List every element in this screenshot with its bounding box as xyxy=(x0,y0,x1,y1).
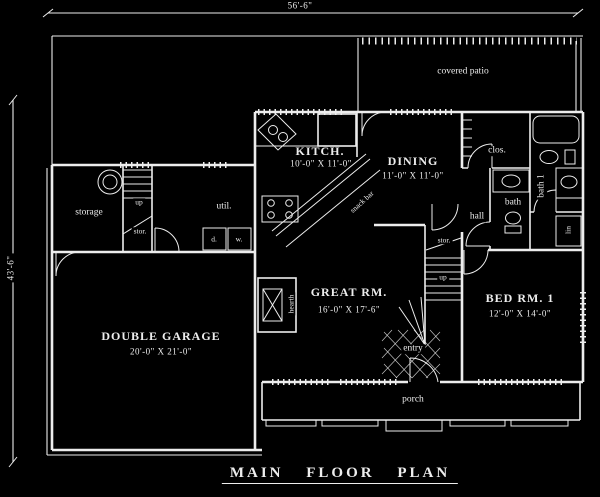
overall-width-dimension: 56'-6" xyxy=(285,0,315,11)
porch-structure xyxy=(261,382,581,432)
closet-label: clos. xyxy=(486,145,508,156)
stairs-up-main-label: up xyxy=(437,272,449,282)
interior-walls xyxy=(122,112,583,345)
stairs-up-left-label: up xyxy=(133,197,145,207)
kitchen-size: 10'-0" X 11'-0" xyxy=(290,158,352,169)
kitchen-label: KITCH. xyxy=(295,144,345,158)
toilet xyxy=(505,211,521,225)
garage-label: DOUBLE GARAGE xyxy=(101,329,221,343)
entry-tile xyxy=(381,329,441,379)
dryer-label: d. xyxy=(209,234,219,244)
hearth-label: hearth xyxy=(286,292,296,316)
washer-box xyxy=(227,227,252,251)
toilet xyxy=(539,150,559,164)
bath2-label: bath xyxy=(502,197,524,208)
overall-depth-dimension: 43'-6" xyxy=(5,253,16,283)
bath2-fixtures xyxy=(492,169,530,234)
fireplace xyxy=(257,277,297,333)
dimension-lines xyxy=(8,8,584,468)
great-room-size: 16'-0" X 17'-6" xyxy=(317,304,381,315)
porch-label: porch xyxy=(402,394,424,405)
under-stair-storage-main-label: stor. xyxy=(435,235,453,245)
kitchen-fixtures xyxy=(255,113,357,223)
dining-label: DINING xyxy=(387,154,439,168)
linen-closet xyxy=(555,215,582,247)
bedroom1-size: 12'-0" X 14'-0" xyxy=(488,308,552,319)
bath1-label: bath 1 xyxy=(536,172,547,200)
snack-bar-counter xyxy=(271,153,381,248)
utility-label: util. xyxy=(214,201,234,212)
under-stair-storage-left-label: stor. xyxy=(131,226,149,236)
bathtub xyxy=(532,115,580,144)
covered-patio-label: covered patio xyxy=(437,66,489,77)
water-heater xyxy=(97,169,123,195)
entry-label: entry xyxy=(401,343,425,354)
bedroom1-label: BED RM. 1 xyxy=(485,291,555,305)
vanity xyxy=(555,167,584,199)
porch-step xyxy=(385,419,443,432)
dryer-box xyxy=(202,227,227,251)
vanity xyxy=(492,169,530,193)
storage-label: storage xyxy=(75,207,103,218)
great-room-label: GREAT RM. xyxy=(310,285,388,299)
washer-label: w. xyxy=(233,234,245,244)
linen-label: lin xyxy=(563,224,573,236)
bath1-fixtures xyxy=(532,115,584,199)
window-hatches xyxy=(120,109,586,385)
plan-title: MAIN FLOOR PLAN xyxy=(221,466,459,484)
outer-boundary xyxy=(46,35,583,456)
main-walls xyxy=(50,110,585,452)
stairs-main xyxy=(398,237,462,346)
casework xyxy=(97,119,582,251)
garage-size: 20'-0" X 21'-0" xyxy=(129,346,193,357)
range xyxy=(261,195,299,223)
refrigerator xyxy=(317,113,357,147)
hall-label: hall xyxy=(467,211,487,222)
stairs-left xyxy=(122,169,153,235)
dining-size: 11'-0" X 11'-0" xyxy=(382,170,444,181)
